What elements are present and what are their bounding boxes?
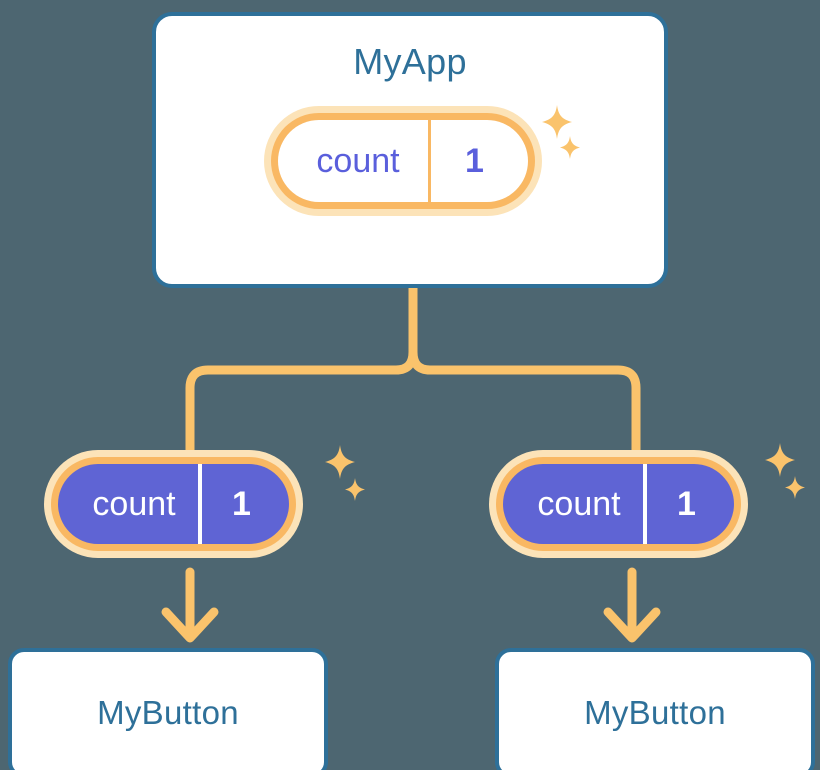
state-value-label: 1 <box>643 464 734 544</box>
state-pill-mybutton-left[interactable]: count 1 <box>44 450 303 558</box>
state-pill-mybutton-right[interactable]: count 1 <box>489 450 748 558</box>
state-pill-myapp[interactable]: count 1 <box>264 106 542 216</box>
state-value-label: 1 <box>428 120 528 202</box>
state-key-label: count <box>537 485 621 523</box>
component-card-mybutton-left[interactable]: MyButton <box>8 648 328 770</box>
state-pill-ring: count 1 <box>271 113 535 209</box>
state-value-label: 1 <box>198 464 289 544</box>
component-title: MyButton <box>584 693 726 731</box>
component-card-mybutton-right[interactable]: MyButton <box>495 648 815 770</box>
state-key-label: count <box>92 485 176 523</box>
tree-branch-connector-icon <box>185 283 641 457</box>
state-pill-halo: count 1 <box>44 450 303 558</box>
sparkle-four-point-small-icon <box>785 476 805 499</box>
state-pill-body: count 1 <box>278 120 528 202</box>
state-pill-halo: count 1 <box>264 106 542 216</box>
arrow-down-icon <box>603 567 661 643</box>
state-pill-halo: count 1 <box>489 450 748 558</box>
component-title: MyButton <box>97 693 239 731</box>
state-key-label: count <box>316 142 400 180</box>
sparkle-four-point-icon <box>765 443 795 477</box>
sparkle-four-point-small-icon <box>345 478 365 501</box>
state-pill-ring: count 1 <box>496 457 741 551</box>
arrow-down-icon <box>161 567 219 643</box>
state-pill-body: count 1 <box>503 464 734 544</box>
state-pill-body: count 1 <box>58 464 289 544</box>
state-pill-ring: count 1 <box>51 457 296 551</box>
page-title: MyApp <box>353 41 467 82</box>
sparkle-four-point-icon <box>325 445 355 479</box>
